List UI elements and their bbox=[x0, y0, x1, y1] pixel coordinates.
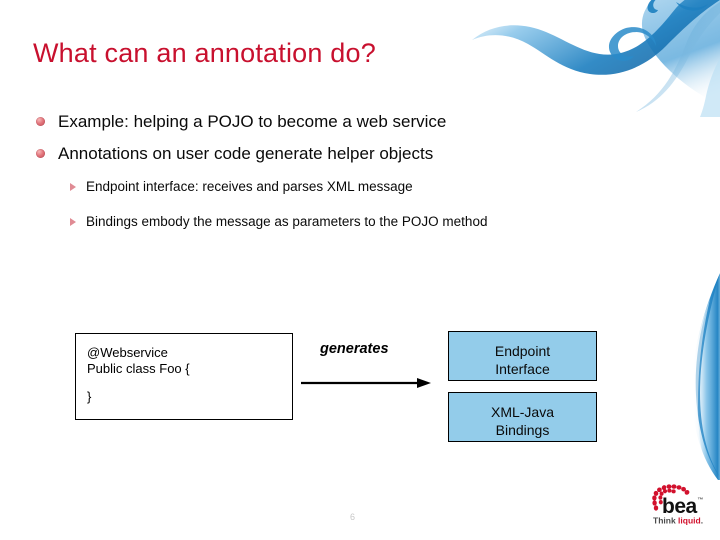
svg-text:™: ™ bbox=[698, 497, 704, 504]
arrow-label: generates bbox=[320, 341, 389, 357]
code-line-annotation: @Webservice bbox=[87, 345, 168, 360]
list-item: Bindings embody the message as parameter… bbox=[33, 215, 673, 229]
output-box-line2: Interface bbox=[495, 361, 550, 377]
blue-ribbon-graphic bbox=[691, 273, 720, 480]
bea-logo: bea ™ Think liquid. bbox=[652, 484, 704, 526]
code-line-class: Public class Foo { bbox=[87, 361, 190, 376]
bullet-text: Annotations on user code generate helper… bbox=[58, 144, 434, 163]
triangle-bullet-icon bbox=[70, 183, 76, 191]
list-item: Annotations on user code generate helper… bbox=[33, 145, 673, 162]
bullet-text: Endpoint interface: receives and parses … bbox=[86, 179, 413, 194]
output-box-line1: Endpoint bbox=[494, 343, 551, 359]
bullet-list: Example: helping a POJO to become a web … bbox=[33, 113, 673, 250]
right-arrow-icon bbox=[301, 376, 431, 388]
output-box-xml-java-bindings: XML-Java Bindings bbox=[448, 392, 597, 442]
code-line-blank bbox=[87, 377, 292, 389]
page-number: 6 bbox=[350, 512, 356, 522]
triangle-bullet-icon bbox=[70, 218, 76, 226]
code-box: @Webservice Public class Foo { } bbox=[75, 333, 293, 420]
output-box-line2: Bindings bbox=[495, 422, 550, 438]
page-title: What can an annotation do? bbox=[33, 38, 376, 68]
output-box-line1: XML-Java bbox=[490, 404, 555, 420]
output-box-endpoint-interface: Endpoint Interface bbox=[448, 331, 597, 381]
svg-text:Think liquid.: Think liquid. bbox=[653, 516, 703, 526]
sphere-bullet-icon bbox=[36, 117, 45, 126]
list-item: Endpoint interface: receives and parses … bbox=[33, 180, 673, 194]
list-item: Example: helping a POJO to become a web … bbox=[33, 113, 673, 130]
svg-text:bea: bea bbox=[662, 495, 698, 518]
blue-smoke-graphic bbox=[472, 0, 720, 117]
bullet-text: Bindings embody the message as parameter… bbox=[86, 214, 488, 229]
bullet-text: Example: helping a POJO to become a web … bbox=[58, 112, 447, 131]
code-line-close: } bbox=[87, 389, 92, 404]
sphere-bullet-icon bbox=[36, 149, 45, 158]
